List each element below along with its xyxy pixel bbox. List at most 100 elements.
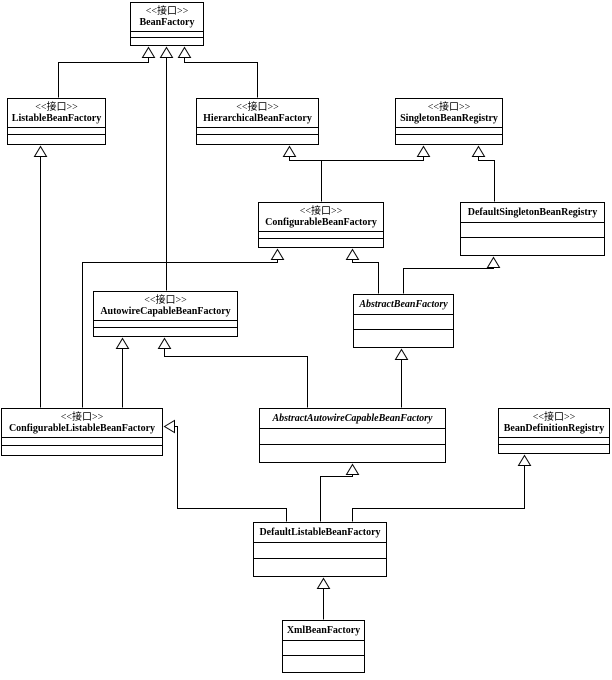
operations-compartment	[254, 559, 386, 575]
generalization-arrowhead	[517, 454, 532, 466]
edge-line	[403, 267, 494, 294]
class-name: AutowireCapableBeanFactory	[100, 305, 231, 317]
attributes-compartment	[94, 321, 237, 328]
attributes-compartment	[197, 128, 318, 135]
inherits-edge-xml-bean-factory-to-default-listable-bean-factory	[316, 577, 331, 620]
stereotype-label: <<接口>>	[427, 101, 471, 113]
inherits-edge-default-listable-bean-factory-to-abstract-autowire-capable-bean-factory	[320, 463, 360, 522]
class-box-hierarchical-bean-factory[interactable]: <<接口>>HierarchicalBeanFactory	[196, 98, 319, 145]
edge-line	[478, 156, 495, 202]
class-header: <<接口>>BeanFactory	[131, 3, 203, 32]
attributes-compartment	[260, 429, 445, 445]
class-box-bean-definition-registry[interactable]: <<接口>>BeanDefinitionRegistry	[498, 408, 610, 454]
generalization-arrowhead	[486, 256, 501, 268]
operations-compartment	[499, 445, 609, 452]
operations-compartment	[197, 135, 318, 143]
operations-compartment	[131, 38, 203, 44]
inherits-edge-hierarchical-bean-factory-to-bean-factory	[177, 46, 258, 98]
generalization-arrowhead	[159, 46, 174, 58]
operations-compartment	[259, 239, 383, 246]
generalization-arrowhead	[282, 145, 297, 157]
attributes-compartment	[2, 438, 162, 446]
class-header: <<接口>>ListableBeanFactory	[8, 99, 105, 128]
generalization-arrowhead	[316, 577, 331, 589]
generalization-arrowhead	[115, 337, 130, 349]
attributes-compartment	[354, 315, 453, 330]
class-box-configurable-listable-bean-factory[interactable]: <<接口>>ConfigurableListableBeanFactory	[1, 408, 163, 456]
attributes-compartment	[461, 223, 604, 238]
inherits-edge-default-listable-bean-factory-to-bean-definition-registry	[352, 454, 532, 522]
inherits-edge-abstract-bean-factory-to-configurable-bean-factory	[345, 248, 379, 294]
attributes-compartment	[259, 232, 383, 239]
class-name: XmlBeanFactory	[286, 624, 361, 636]
class-name: BeanDefinitionRegistry	[503, 422, 605, 434]
class-header: AbstractBeanFactory	[354, 295, 453, 315]
edge-line	[164, 348, 308, 408]
class-header: <<接口>>BeanDefinitionRegistry	[499, 409, 609, 438]
attributes-compartment	[396, 128, 502, 135]
class-box-xml-bean-factory[interactable]: XmlBeanFactory	[282, 620, 365, 673]
inherits-edge-configurable-listable-bean-factory-to-autowire-capable-bean-factory	[115, 337, 130, 408]
class-header: <<接口>>HierarchicalBeanFactory	[197, 99, 318, 128]
edge-line	[82, 259, 278, 408]
class-header: <<接口>>AutowireCapableBeanFactory	[94, 292, 237, 321]
generalization-arrowhead	[471, 145, 486, 157]
class-header: AbstractAutowireCapableBeanFactory	[260, 409, 445, 429]
operations-compartment	[461, 238, 604, 254]
inherits-edge-abstract-bean-factory-to-default-singleton-bean-registry	[403, 256, 501, 294]
operations-compartment	[283, 656, 364, 671]
class-box-default-listable-bean-factory[interactable]: DefaultListableBeanFactory	[253, 522, 387, 577]
generalization-arrowhead	[345, 463, 360, 475]
operations-compartment	[260, 445, 445, 461]
class-header: <<接口>>SingletonBeanRegistry	[396, 99, 502, 128]
operations-compartment	[2, 446, 162, 454]
generalization-arrowhead	[163, 419, 175, 434]
inherits-edge-listable-bean-factory-to-bean-factory	[58, 46, 156, 98]
stereotype-label: <<接口>>	[144, 294, 187, 306]
edge-line	[58, 57, 149, 98]
class-name: AbstractBeanFactory	[359, 298, 448, 310]
class-box-singleton-bean-registry[interactable]: <<接口>>SingletonBeanRegistry	[395, 98, 503, 145]
generalization-arrowhead	[394, 348, 409, 360]
class-name: ConfigurableListableBeanFactory	[8, 422, 156, 434]
inherits-edge-autowire-capable-bean-factory-to-bean-factory	[159, 46, 174, 291]
attributes-compartment	[8, 128, 105, 135]
class-name: AbstractAutowireCapableBeanFactory	[272, 412, 433, 424]
attributes-compartment	[131, 32, 203, 38]
inherits-edge-default-singleton-bean-registry-to-singleton-bean-registry	[471, 145, 495, 202]
edge-line	[184, 57, 258, 98]
stereotype-label: <<接口>>	[145, 5, 189, 17]
class-header: DefaultListableBeanFactory	[254, 523, 386, 543]
generalization-arrowhead	[345, 248, 360, 260]
class-box-bean-factory[interactable]: <<接口>>BeanFactory	[130, 2, 204, 46]
edge-line	[174, 426, 287, 522]
edge-line	[321, 156, 424, 161]
class-name: BeanFactory	[139, 16, 195, 28]
stereotype-label: <<接口>>	[299, 205, 343, 217]
stereotype-label: <<接口>>	[236, 101, 279, 113]
class-header: DefaultSingletonBeanRegistry	[461, 203, 604, 223]
class-name: ListableBeanFactory	[11, 112, 102, 124]
generalization-arrowhead	[33, 145, 48, 157]
class-header: <<接口>>ConfigurableBeanFactory	[259, 203, 383, 232]
class-box-abstract-bean-factory[interactable]: AbstractBeanFactory	[353, 294, 454, 348]
class-box-listable-bean-factory[interactable]: <<接口>>ListableBeanFactory	[7, 98, 106, 145]
operations-compartment	[94, 328, 237, 335]
generalization-arrowhead	[157, 337, 172, 349]
operations-compartment	[396, 135, 502, 143]
attributes-compartment	[283, 641, 364, 656]
edge-line	[289, 156, 322, 202]
operations-compartment	[354, 330, 453, 346]
class-header: <<接口>>ConfigurableListableBeanFactory	[2, 409, 162, 438]
class-header: XmlBeanFactory	[283, 621, 364, 641]
generalization-arrowhead	[141, 46, 156, 58]
class-box-autowire-capable-bean-factory[interactable]: <<接口>>AutowireCapableBeanFactory	[93, 291, 238, 337]
class-box-abstract-autowire-capable-bean-factory[interactable]: AbstractAutowireCapableBeanFactory	[259, 408, 446, 463]
class-name: DefaultListableBeanFactory	[259, 526, 381, 538]
generalization-arrowhead	[270, 248, 285, 260]
edge-line	[352, 465, 525, 522]
class-box-configurable-bean-factory[interactable]: <<接口>>ConfigurableBeanFactory	[258, 202, 384, 248]
class-box-default-singleton-bean-registry[interactable]: DefaultSingletonBeanRegistry	[460, 202, 605, 256]
